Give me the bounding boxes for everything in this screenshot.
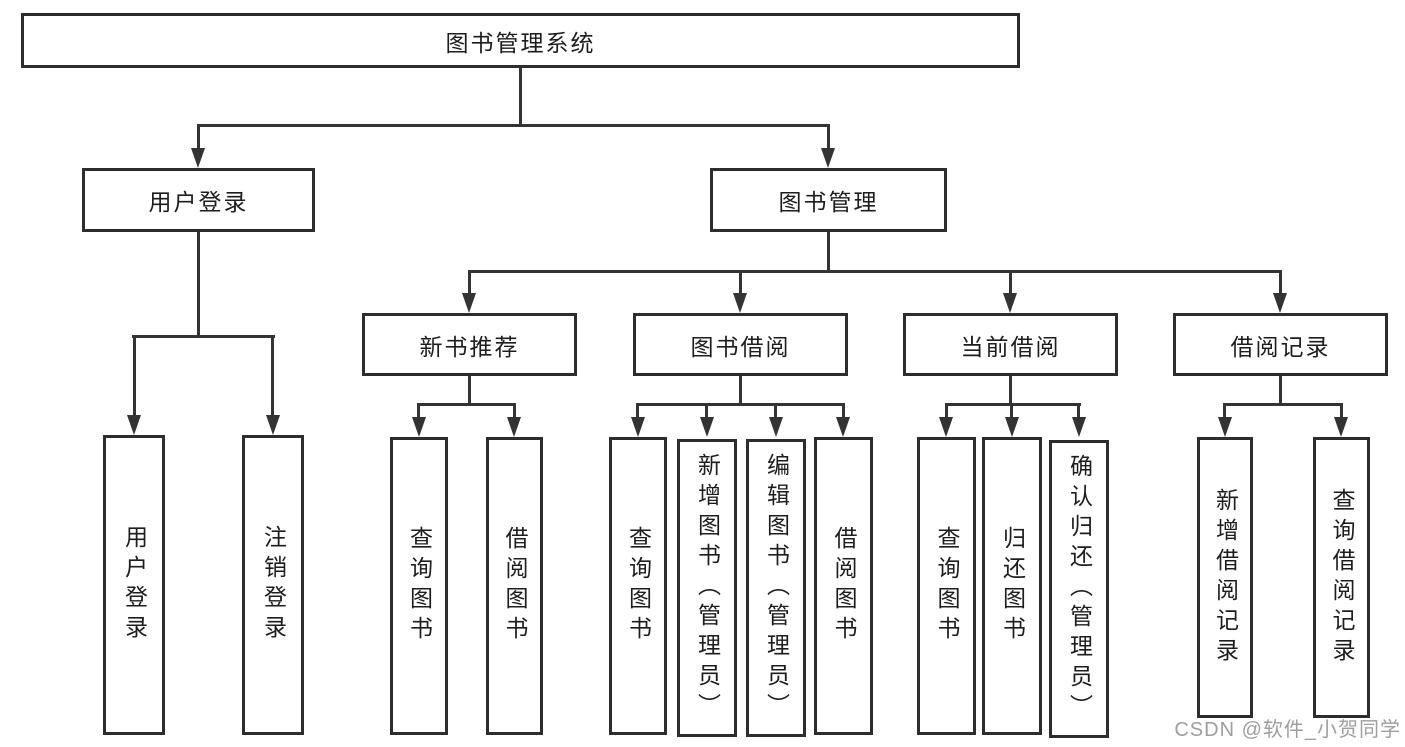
node-new-book-recommend: 新书推荐 [362, 313, 577, 376]
connector-logout-drop [271, 335, 274, 417]
node-label: 用户登录 [121, 525, 148, 645]
node-label: 借阅图书 [831, 526, 857, 646]
node-label: 用户登录 [148, 189, 249, 215]
arrowhead-icon [191, 148, 205, 168]
node-add-books-admin: 新增图书（管理员） [677, 439, 737, 737]
connector-recommend-stem [468, 376, 471, 406]
node-user-login-leaf: 用户登录 [103, 435, 165, 735]
connector-book-management-stem [827, 232, 830, 270]
arrowhead-icon [821, 148, 835, 168]
node-label: 注销登录 [260, 525, 287, 645]
connector-records-stem [1279, 376, 1282, 406]
connector-leaf-drop [636, 403, 639, 419]
connector-records-hline [1223, 403, 1343, 406]
connector-level3-hline [468, 270, 1282, 273]
node-label: 查询图书 [406, 526, 433, 646]
arrowhead-icon [700, 417, 714, 437]
connector-user-login-leaf-drop [133, 335, 136, 417]
connector-current-stem [1009, 376, 1012, 406]
arrowhead-icon [631, 417, 645, 437]
node-recommend-query-books: 查询图书 [390, 437, 448, 735]
connector-user-login-hline [132, 335, 275, 338]
arrowhead-icon [127, 415, 141, 435]
node-edit-books-admin: 编辑图书（管理员） [746, 439, 806, 737]
node-recommend-borrow-books: 借阅图书 [486, 437, 543, 735]
node-label: 当前借阅 [960, 333, 1061, 360]
node-label: 新书推荐 [419, 333, 520, 360]
node-borrow-query-books: 查询图书 [609, 437, 667, 735]
node-label: 图书管理 [778, 189, 879, 215]
arrowhead-icon [1072, 417, 1086, 437]
arrowhead-icon [1003, 293, 1017, 313]
arrowhead-icon [462, 293, 476, 313]
node-label: 图书借阅 [690, 333, 791, 360]
node-label: 编辑图书（管理员） [763, 453, 790, 723]
node-current-borrow: 当前借阅 [903, 313, 1118, 376]
watermark: CSDN @软件_小贺同学 [1174, 719, 1401, 741]
arrowhead-icon [769, 417, 783, 437]
connector-borrow-drop [739, 270, 742, 295]
node-add-borrow-record: 新增借阅记录 [1197, 437, 1253, 718]
node-label: 查询借阅记录 [1329, 487, 1355, 668]
connector-leaf-drop [417, 403, 420, 419]
node-label: 查询图书 [625, 526, 652, 646]
connector-leaf-drop [1077, 403, 1080, 419]
connector-current-hline [945, 403, 1081, 406]
arrowhead-icon [733, 293, 747, 313]
node-user-login: 用户登录 [82, 168, 315, 232]
connector-recommend-drop [468, 270, 471, 295]
node-label: 确认归还（管理员） [1066, 454, 1093, 724]
node-label: 新增图书（管理员） [694, 453, 721, 723]
node-borrow-records: 借阅记录 [1173, 313, 1388, 376]
connector-root-stem [519, 68, 522, 124]
arrowhead-icon [939, 417, 953, 437]
connector-user-login-drop [197, 124, 200, 150]
connector-leaf-drop [1223, 403, 1226, 419]
connector-recommend-hline [417, 403, 516, 406]
node-current-query-books: 查询图书 [917, 437, 976, 735]
arrowhead-icon [507, 417, 521, 437]
arrowhead-icon [1005, 417, 1019, 437]
node-label: 图书管理系统 [445, 29, 596, 56]
node-query-borrow-record: 查询借阅记录 [1313, 437, 1370, 718]
connector-current-drop [1009, 270, 1012, 295]
arrowhead-icon [1273, 293, 1287, 313]
connector-leaf-drop [1340, 403, 1343, 419]
node-label: 借阅图书 [502, 526, 528, 646]
node-label: 归还图书 [999, 526, 1026, 646]
connector-level2-hline [197, 124, 830, 127]
node-root: 图书管理系统 [21, 13, 1020, 68]
node-label: 借阅记录 [1230, 333, 1331, 360]
connector-borrow-stem [739, 376, 742, 406]
node-book-management: 图书管理 [710, 168, 947, 232]
arrowhead-icon [1218, 417, 1232, 437]
connector-leaf-drop [1010, 403, 1013, 419]
connector-leaf-drop [945, 403, 948, 419]
connector-borrow-hline [636, 403, 845, 406]
node-logout: 注销登录 [242, 435, 304, 735]
node-book-borrow: 图书借阅 [633, 313, 848, 376]
node-label: 新增借阅记录 [1212, 487, 1239, 668]
node-label: 查询图书 [934, 526, 960, 646]
connector-records-drop [1279, 270, 1282, 295]
arrowhead-icon [836, 417, 850, 437]
arrowhead-icon [1334, 417, 1348, 437]
arrowhead-icon [266, 415, 280, 435]
node-borrow-books: 借阅图书 [814, 437, 873, 735]
connector-book-management-drop [827, 124, 830, 150]
node-return-books: 归还图书 [982, 437, 1042, 735]
arrowhead-icon [412, 417, 426, 437]
connector-leaf-drop [774, 403, 777, 419]
connector-leaf-drop [842, 403, 845, 419]
connector-user-login-stem [197, 232, 200, 335]
connector-leaf-drop [705, 403, 708, 419]
node-confirm-return-admin: 确认归还（管理员） [1049, 440, 1109, 738]
connector-leaf-drop [513, 403, 516, 419]
